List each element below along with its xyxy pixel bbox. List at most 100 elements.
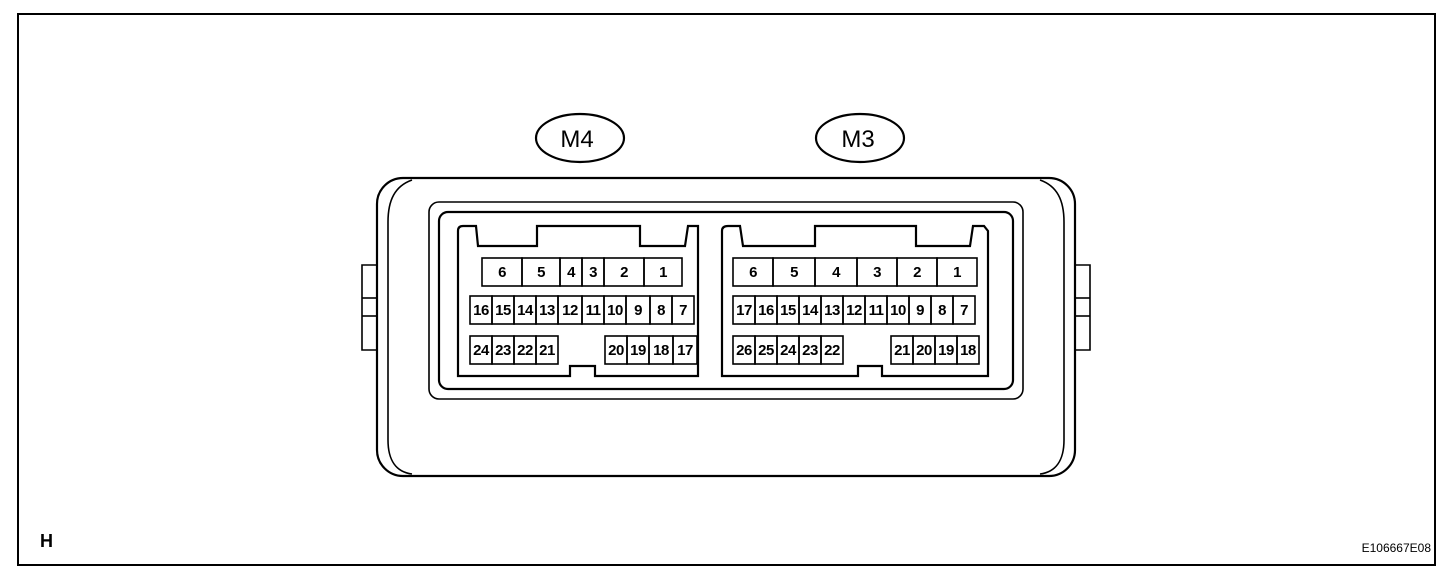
pin-number: 18: [960, 342, 976, 359]
pin-m3-11: 11: [864, 295, 888, 325]
pin-number: 9: [634, 302, 642, 319]
pin-m3-15: 15: [776, 295, 800, 325]
pin-m3-5: 5: [772, 257, 816, 287]
pin-number: 7: [679, 302, 687, 319]
pin-number: 12: [846, 302, 862, 319]
pin-number: 26: [736, 342, 752, 359]
pin-m3-21: 21: [890, 335, 914, 365]
pin-cell: [820, 335, 844, 365]
pin-number: 8: [938, 302, 946, 319]
pin-m3-26: 26: [732, 335, 756, 365]
pin-m4-24: 24: [469, 335, 493, 365]
right-side-clip: [1075, 264, 1091, 351]
pin-number: 2: [620, 264, 628, 281]
pin-number: 8: [657, 302, 665, 319]
pin-number: 6: [498, 264, 506, 281]
pin-number: 16: [473, 302, 489, 319]
pin-number: 16: [758, 302, 774, 319]
pin-number: 10: [890, 302, 906, 319]
pin-number: 20: [608, 342, 624, 359]
pin-m4-12: 12: [557, 295, 583, 325]
pin-number: 2: [913, 264, 921, 281]
pin-m3-24: 24: [776, 335, 800, 365]
pin-m3-6: 6: [732, 257, 774, 287]
pin-number: 3: [873, 264, 881, 281]
pin-number: 3: [589, 264, 597, 281]
pin-m4-14: 14: [513, 295, 537, 325]
pin-m3-9: 9: [908, 295, 932, 325]
pin-cell: [535, 335, 559, 365]
pin-number: 17: [677, 342, 693, 359]
pin-cell: [671, 295, 695, 325]
pin-number: 14: [802, 302, 819, 319]
pin-m3-3: 3: [856, 257, 898, 287]
corner-letter: H: [40, 531, 53, 551]
pin-number: 24: [780, 342, 797, 359]
pin-m4-20: 20: [604, 335, 628, 365]
pin-number: 10: [607, 302, 623, 319]
pin-m4-16: 16: [469, 295, 493, 325]
diagram-frame: [17, 13, 1436, 566]
pin-cell: [672, 335, 698, 365]
pin-m4-4: 4: [559, 257, 583, 287]
pin-number: 20: [916, 342, 932, 359]
pin-number: 24: [473, 342, 490, 359]
pin-m4-2: 2: [603, 257, 645, 287]
pin-m3-7: 7: [952, 295, 976, 325]
pin-number: 19: [938, 342, 954, 359]
pin-m3-2: 2: [896, 257, 938, 287]
pin-m3-19: 19: [934, 335, 958, 365]
pin-m3-8: 8: [930, 295, 954, 325]
pin-m4-8: 8: [649, 295, 673, 325]
pin-cell: [952, 295, 976, 325]
pin-number: 21: [539, 342, 555, 359]
pin-m3-25: 25: [754, 335, 778, 365]
pin-number: 4: [567, 264, 576, 281]
pin-m3-1: 1: [936, 257, 978, 287]
pin-number: 9: [916, 302, 924, 319]
pin-number: 4: [832, 264, 841, 281]
pin-m4-3: 3: [581, 257, 605, 287]
pin-cell: [643, 257, 683, 287]
pin-number: 5: [790, 264, 798, 281]
pin-m4-18: 18: [648, 335, 674, 365]
pin-m4-1: 1: [643, 257, 683, 287]
pin-m4-22: 22: [513, 335, 537, 365]
pin-m4-5: 5: [521, 257, 561, 287]
connector-label-m3-text: M3: [841, 126, 874, 153]
pin-m3-20: 20: [912, 335, 936, 365]
connector-cavity-m4: [456, 224, 700, 378]
pin-m4-9: 9: [625, 295, 651, 325]
pin-number: 22: [517, 342, 533, 359]
pin-number: 13: [539, 302, 555, 319]
pin-m3-13: 13: [820, 295, 844, 325]
pin-number: 21: [894, 342, 910, 359]
pin-number: 19: [630, 342, 646, 359]
connector-housing: [375, 176, 1077, 478]
pin-m4-7: 7: [671, 295, 695, 325]
pin-number: 7: [960, 302, 968, 319]
pin-number: 1: [953, 264, 961, 281]
pin-number: 14: [517, 302, 534, 319]
pin-m4-6: 6: [481, 257, 523, 287]
pin-m3-12: 12: [842, 295, 866, 325]
pin-number: 23: [495, 342, 511, 359]
pin-number: 1: [659, 264, 667, 281]
connector-cavity-m3: [720, 224, 990, 378]
figure-code: E106667E08: [1362, 541, 1432, 555]
pin-m3-22: 22: [820, 335, 844, 365]
pin-m4-23: 23: [491, 335, 515, 365]
pin-number: 12: [562, 302, 578, 319]
left-side-clip: [361, 264, 377, 351]
pin-number: 11: [869, 302, 884, 319]
pin-cell: [956, 335, 980, 365]
pin-m4-21: 21: [535, 335, 559, 365]
pin-m3-14: 14: [798, 295, 822, 325]
pin-m3-10: 10: [886, 295, 910, 325]
connector-label-m4: M4: [534, 112, 626, 164]
pin-number: 15: [495, 302, 511, 319]
pin-cell: [936, 257, 978, 287]
pin-number: 23: [802, 342, 818, 359]
pin-number: 15: [780, 302, 796, 319]
